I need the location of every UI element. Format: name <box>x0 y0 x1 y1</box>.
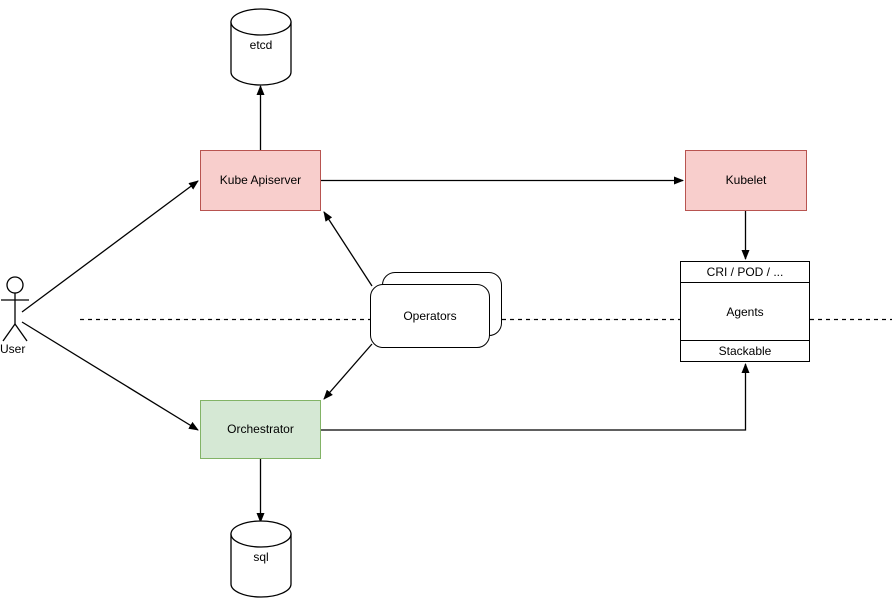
node-operators-label: Operators <box>403 309 457 323</box>
node-kubelet-label: Kubelet <box>725 173 767 187</box>
datastore-etcd[interactable]: etcd <box>230 8 292 86</box>
agents-header-cri-pod: CRI / POD / ... <box>681 262 809 283</box>
edge-orchestrator-to-stackable <box>321 363 750 431</box>
edge-operators-to-orchestrator <box>323 343 373 400</box>
datastore-sql[interactable]: sql <box>230 520 292 598</box>
operators-stack-front-sheet: Operators <box>370 284 490 348</box>
datastore-etcd-label: etcd <box>249 38 273 52</box>
cylinder-icon <box>230 8 292 86</box>
node-orchestrator-label: Orchestrator <box>227 422 294 436</box>
node-agents[interactable]: CRI / POD / ... Agents Stackable <box>680 261 810 362</box>
edge-operators-to-apiserver <box>323 211 373 287</box>
node-kube-apiserver-label: Kube Apiserver <box>219 173 302 187</box>
actor-user[interactable]: User <box>0 276 56 362</box>
cylinder-icon <box>230 520 292 598</box>
agents-body-label: Agents <box>681 283 809 340</box>
node-kube-apiserver[interactable]: Kube Apiserver <box>200 150 321 211</box>
node-kubelet[interactable]: Kubelet <box>685 150 807 211</box>
node-orchestrator[interactable]: Orchestrator <box>200 400 321 459</box>
datastore-sql-label: sql <box>253 550 269 564</box>
actor-user-label: User <box>0 342 26 356</box>
node-operators[interactable]: Operators <box>370 272 502 348</box>
user-stick-figure-icon <box>1 276 29 342</box>
agents-footer-stackable: Stackable <box>681 340 809 361</box>
